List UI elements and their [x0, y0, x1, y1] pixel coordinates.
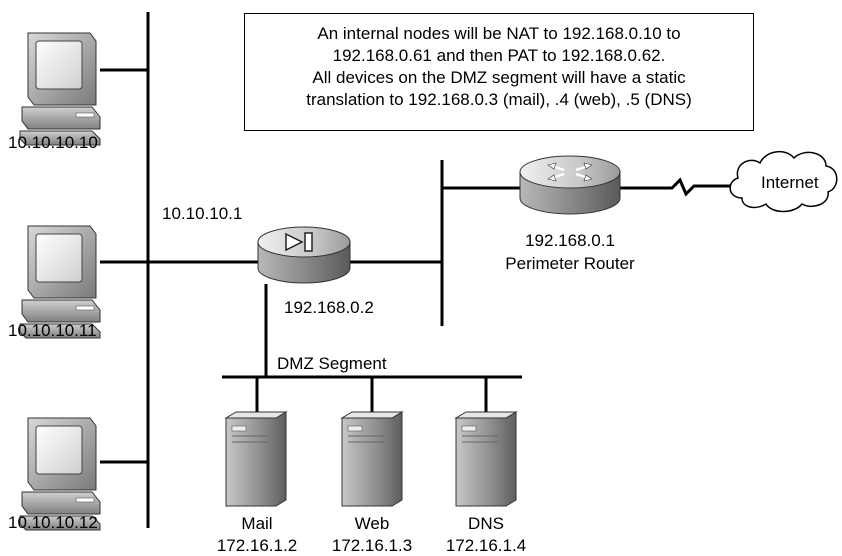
- note-line: All devices on the DMZ segment will have…: [312, 68, 686, 87]
- firewall-outside-ip: 192.168.0.2: [284, 298, 374, 317]
- workstation-icon: [19, 32, 101, 146]
- wan-link: [620, 177, 734, 197]
- server-name: DNS: [468, 514, 504, 533]
- router-name: Perimeter Router: [505, 254, 635, 273]
- firewall-icon: [257, 226, 351, 284]
- router-icon: [519, 155, 621, 215]
- note-line: An internal nodes will be NAT to 192.168…: [317, 24, 681, 43]
- server-icon: [454, 411, 518, 507]
- note-line: translation to 192.168.0.3 (mail), .4 (w…: [306, 90, 692, 109]
- nat-description-box: An internal nodes will be NAT to 192.168…: [244, 13, 754, 131]
- host-ip-label: 10.10.10.12: [8, 513, 98, 532]
- workstation-10-10-10-11: [19, 225, 101, 339]
- router-ip: 192.168.0.1: [525, 231, 615, 250]
- cloud-icon: [729, 151, 838, 213]
- workstation-10-10-10-12: [19, 417, 101, 531]
- host-ip-label: 10.10.10.11: [8, 321, 97, 340]
- dmz-segment-label: DMZ Segment: [277, 354, 387, 373]
- perimeter-router: [519, 155, 621, 215]
- server-mail: [224, 411, 288, 507]
- note-line: 192.168.0.61 and then PAT to 192.168.0.6…: [332, 46, 666, 65]
- server-ip: 172.16.1.2: [216, 536, 298, 555]
- workstation-10-10-10-10: [19, 32, 101, 146]
- firewall-inside-ip: 10.10.10.1: [162, 204, 243, 223]
- server-icon: [340, 411, 404, 507]
- server-ip: 172.16.1.3: [331, 536, 413, 555]
- server-web: [340, 411, 404, 507]
- host-ip-label: 10.10.10.10: [8, 133, 98, 152]
- server-ip: 172.16.1.4: [445, 536, 527, 555]
- workstation-icon: [19, 417, 101, 531]
- firewall-device: [257, 226, 351, 284]
- server-name: Web: [354, 514, 390, 533]
- network-links: [100, 12, 734, 528]
- internet-cloud: [729, 151, 838, 213]
- workstation-icon: [19, 225, 101, 339]
- internet-label: Internet: [761, 173, 819, 192]
- server-name: Mail: [241, 514, 273, 533]
- server-icon: [224, 411, 288, 507]
- server-dns: [454, 411, 518, 507]
